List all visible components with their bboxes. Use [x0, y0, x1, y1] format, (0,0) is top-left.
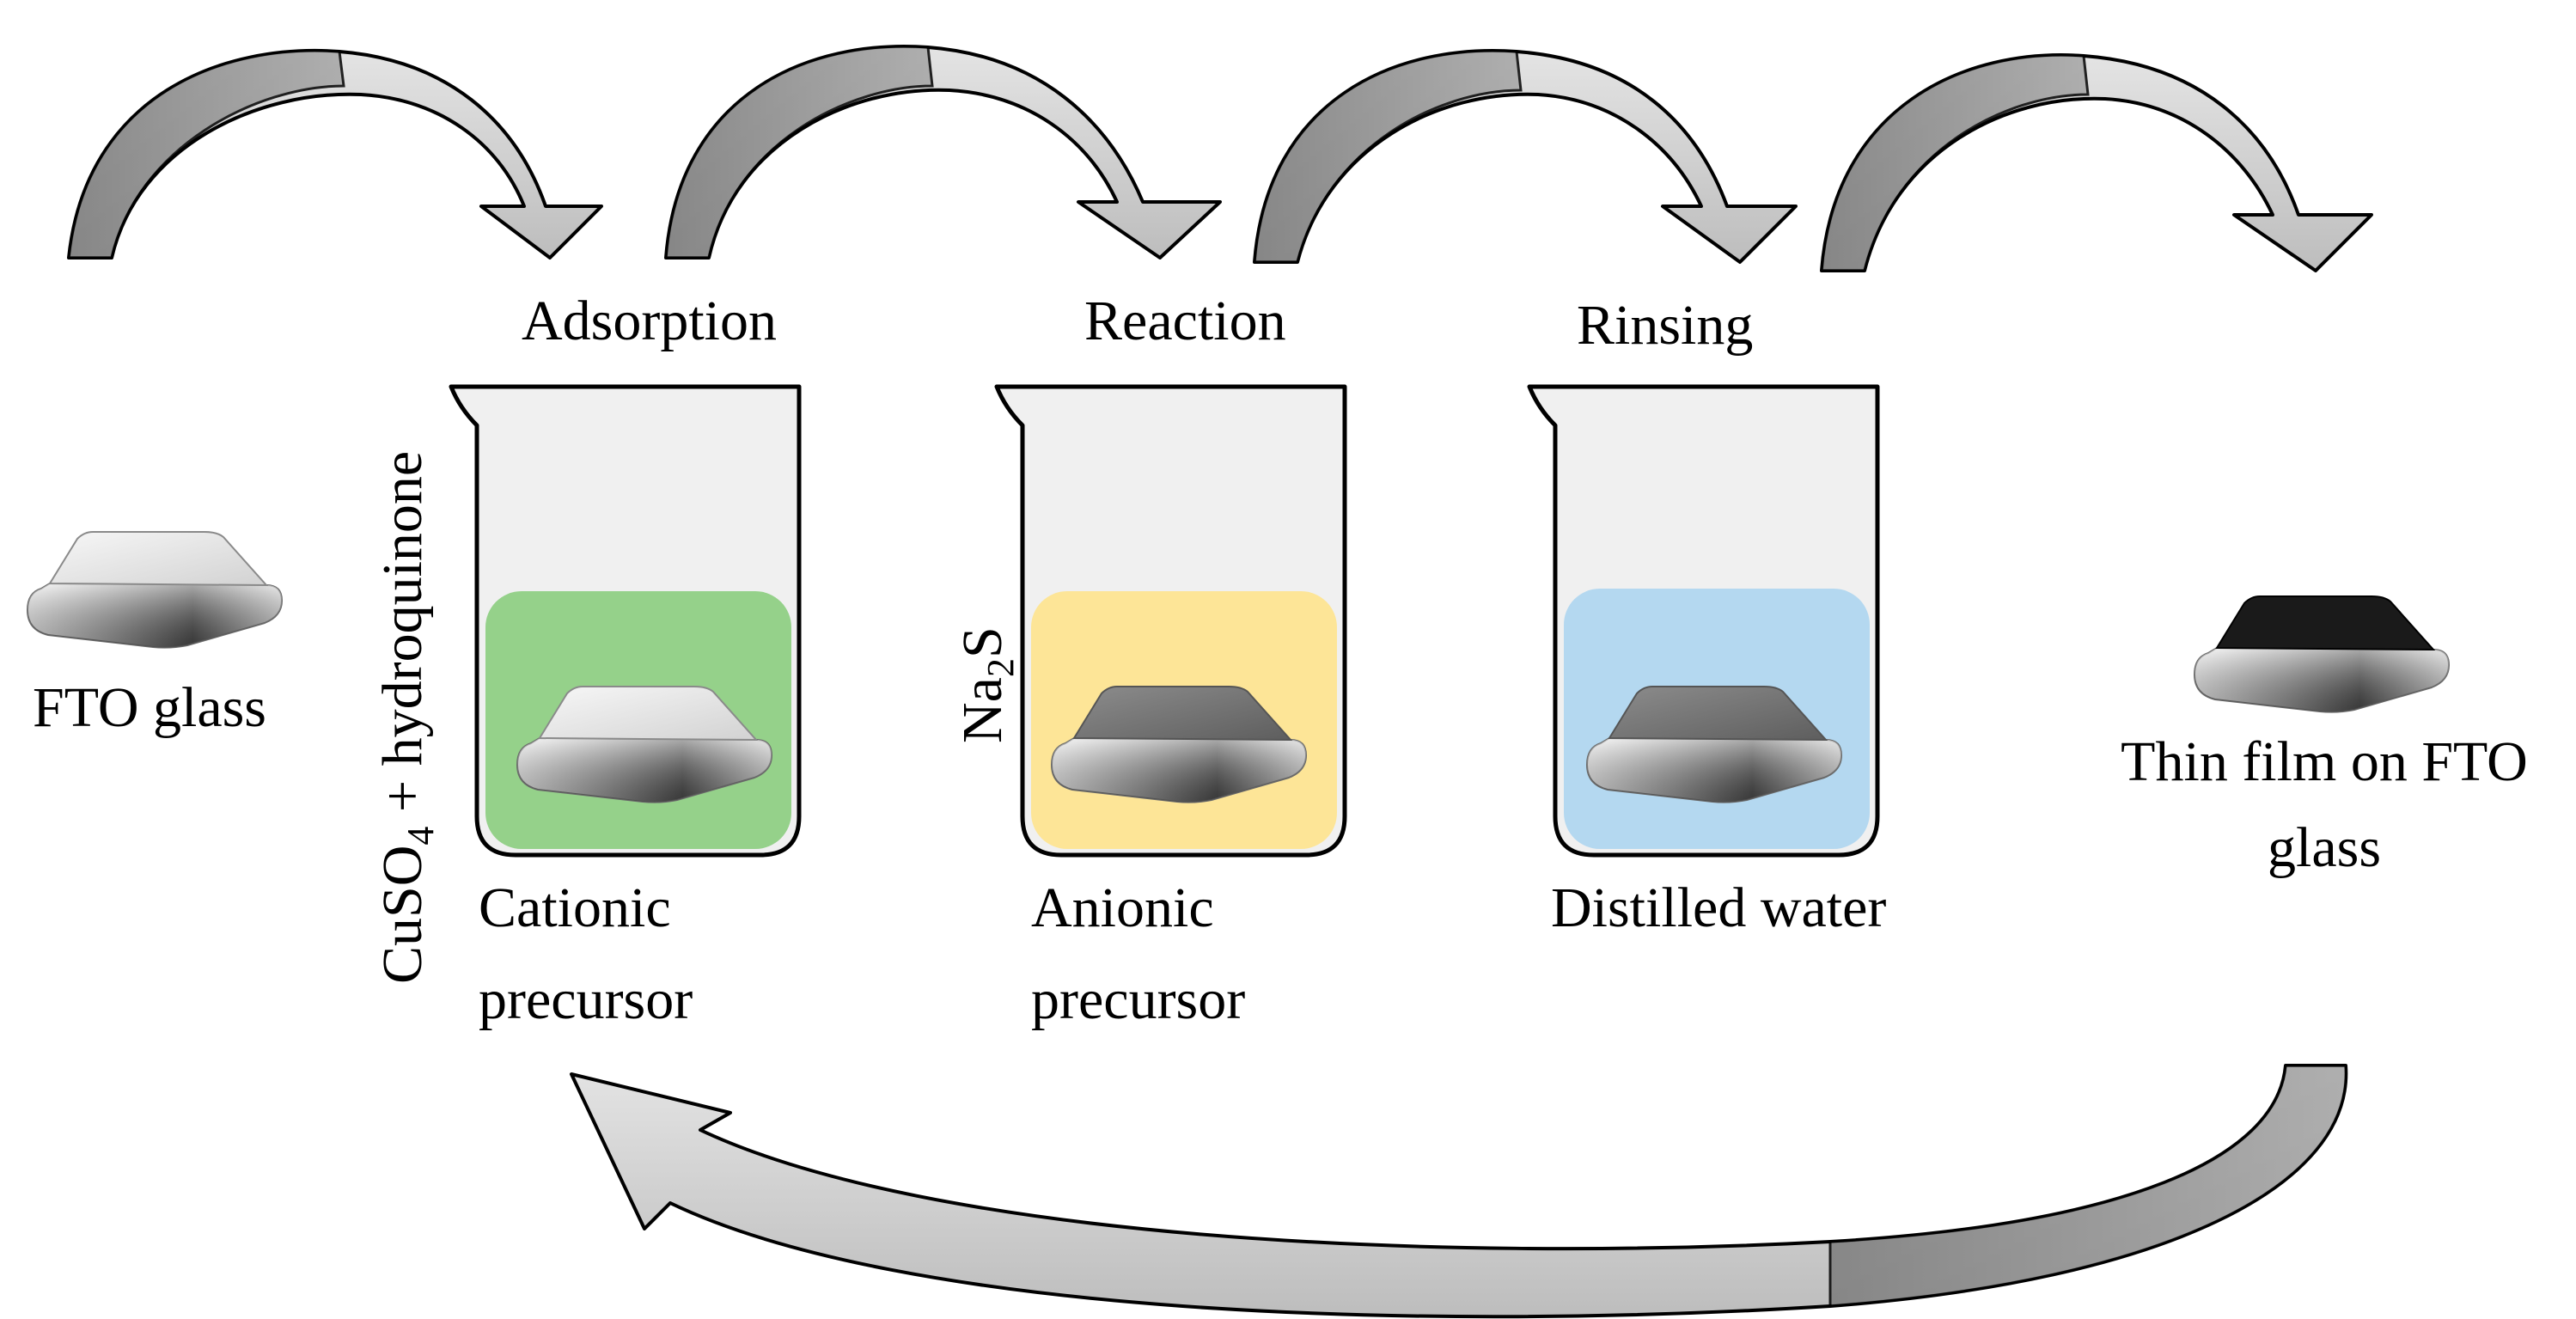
beaker-anionic — [994, 384, 1347, 858]
step-label-reaction: Reaction — [1084, 290, 1286, 352]
step-label-adsorption: Adsorption — [522, 290, 777, 352]
process-arrow-1 — [67, 49, 603, 260]
thin-film-label-line1: Thin film on FTO — [2121, 730, 2528, 793]
cationic-reagent-label: CuSO4 + hydroquinone — [371, 451, 442, 984]
beaker-rinse — [1527, 384, 1880, 858]
fto-glass-in-rinse — [1586, 686, 1842, 803]
rinse-label: Distilled water — [1551, 876, 1886, 939]
thin-film-on-fto-glass — [2194, 595, 2450, 713]
anionic-label-line1: Anionic — [1031, 876, 1214, 939]
cationic-label-line1: Cationic — [479, 876, 671, 939]
process-arrow-4 — [1820, 53, 2373, 272]
beaker-cationic — [449, 384, 802, 858]
anionic-reagent-label: Na2S — [951, 626, 1022, 743]
step-label-rinsing: Rinsing — [1577, 294, 1753, 357]
process-arrow-3 — [1253, 49, 1798, 264]
fto-glass-substrate — [27, 531, 283, 649]
process-arrow-2 — [664, 45, 1222, 260]
anionic-label-line2: precursor — [1031, 968, 1245, 1031]
fto-glass-label: FTO glass — [33, 676, 266, 739]
thin-film-label-line2: glass — [2268, 816, 2381, 879]
repeat-cycle-arrow — [570, 1064, 2348, 1319]
cationic-label-line2: precursor — [479, 968, 693, 1031]
fto-glass-in-anionic — [1051, 686, 1307, 803]
fto-glass-in-cationic — [516, 686, 772, 803]
